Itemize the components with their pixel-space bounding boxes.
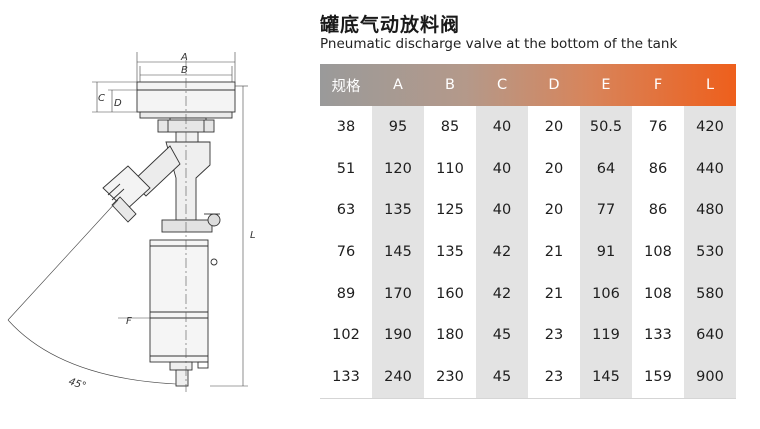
table-row: 63 135 125 40 20 77 86 480 bbox=[320, 189, 736, 232]
table-cell: 900 bbox=[684, 356, 736, 399]
table-cell: 86 bbox=[648, 160, 668, 177]
table-cell: 50.5 bbox=[580, 106, 632, 148]
dim-label-l: L bbox=[250, 230, 256, 241]
table-cell: 45 bbox=[476, 356, 528, 399]
table-row: 51 120 110 40 20 64 86 440 bbox=[320, 147, 736, 190]
table-cell: 160 bbox=[436, 285, 464, 302]
table-cell: 21 bbox=[544, 243, 564, 260]
table-cell: 440 bbox=[684, 147, 736, 190]
table-cell: 86 bbox=[648, 202, 668, 219]
table-cell: 133 bbox=[644, 327, 672, 344]
table-cell: 190 bbox=[372, 314, 424, 357]
table-cell: 95 bbox=[372, 106, 424, 148]
table-cell: 530 bbox=[684, 231, 736, 273]
header-cell: F bbox=[653, 77, 663, 93]
table-cell: 230 bbox=[424, 356, 476, 399]
dim-label-c: C bbox=[98, 93, 105, 104]
table-row: 38 95 85 40 20 50.5 76 420 bbox=[320, 106, 736, 148]
table-cell: 63 bbox=[336, 202, 356, 219]
dim-label-angle: 45° bbox=[67, 376, 87, 392]
table-cell: 64 bbox=[580, 147, 632, 190]
table-cell: 45 bbox=[476, 314, 528, 357]
table-cell: 23 bbox=[544, 327, 564, 344]
header-cell: A bbox=[393, 77, 403, 93]
table-cell: 240 bbox=[372, 356, 424, 399]
dim-label-f: F bbox=[126, 316, 132, 327]
table-row: 89 170 160 42 21 106 108 580 bbox=[320, 272, 736, 315]
table-cell: 119 bbox=[580, 314, 632, 357]
header-cell: B bbox=[445, 77, 455, 93]
table-cell: 125 bbox=[436, 202, 464, 219]
table-cell: 108 bbox=[644, 285, 672, 302]
table-cell: 420 bbox=[684, 106, 736, 148]
table-cell: 40 bbox=[476, 147, 528, 190]
table-cell: 110 bbox=[436, 160, 464, 177]
table-cell: 85 bbox=[440, 118, 460, 135]
table-cell: 120 bbox=[372, 147, 424, 190]
table-cell: 480 bbox=[684, 189, 736, 232]
table-cell: 91 bbox=[580, 231, 632, 273]
table-cell: 76 bbox=[648, 118, 668, 135]
table-cell: 51 bbox=[336, 160, 356, 177]
header-cell: 规格 bbox=[331, 78, 361, 95]
table-cell: 23 bbox=[528, 356, 580, 399]
dim-label-d: D bbox=[114, 98, 122, 109]
header-cell: D bbox=[548, 77, 560, 93]
dim-label-a: A bbox=[180, 52, 188, 63]
table-cell: 77 bbox=[580, 189, 632, 232]
table-cell: 102 bbox=[332, 327, 360, 344]
table-cell: 145 bbox=[372, 231, 424, 273]
header-cell: E bbox=[601, 77, 611, 93]
table-header-row: 规格 A B C D E F L bbox=[320, 64, 736, 106]
table-cell: 133 bbox=[320, 356, 372, 399]
table-row: 102 190 180 45 23 119 133 640 bbox=[320, 314, 736, 357]
table-cell: 180 bbox=[436, 327, 464, 344]
table-cell: 106 bbox=[580, 272, 632, 315]
page-title: 罐底气动放料阀 bbox=[320, 14, 461, 36]
table-row: 133 240 230 45 23 145 159 900 bbox=[320, 356, 736, 399]
table-cell: 20 bbox=[544, 118, 564, 135]
header-cell: L bbox=[705, 77, 715, 93]
table-cell: 135 bbox=[436, 243, 464, 260]
table-cell: 159 bbox=[632, 356, 684, 399]
table-cell: 580 bbox=[684, 272, 736, 315]
table-cell: 21 bbox=[544, 285, 564, 302]
table-cell: 89 bbox=[336, 285, 356, 302]
table-cell: 40 bbox=[476, 106, 528, 148]
table-row: 76 145 135 42 21 91 108 530 bbox=[320, 231, 736, 273]
table-cell: 108 bbox=[644, 243, 672, 260]
table-cell: 20 bbox=[544, 160, 564, 177]
table-cell: 40 bbox=[476, 189, 528, 232]
table-cell: 640 bbox=[684, 314, 736, 357]
page-subtitle: Pneumatic discharge valve at the bottom … bbox=[320, 36, 678, 52]
table-cell: 135 bbox=[372, 189, 424, 232]
table-cell: 42 bbox=[476, 272, 528, 315]
valve-technical-drawing: A B C D F L 45° bbox=[7, 52, 256, 392]
table-cell: 42 bbox=[476, 231, 528, 273]
table-cell: 20 bbox=[544, 202, 564, 219]
table-cell: 76 bbox=[336, 243, 356, 260]
dim-label-b: B bbox=[181, 65, 188, 76]
header-cell: C bbox=[496, 77, 508, 93]
spec-table: 规格 A B C D E F L 38 95 85 40 20 50.5 76 … bbox=[320, 64, 736, 399]
table-cell: 170 bbox=[372, 272, 424, 315]
table-cell: 145 bbox=[580, 356, 632, 399]
table-cell: 38 bbox=[336, 118, 356, 135]
